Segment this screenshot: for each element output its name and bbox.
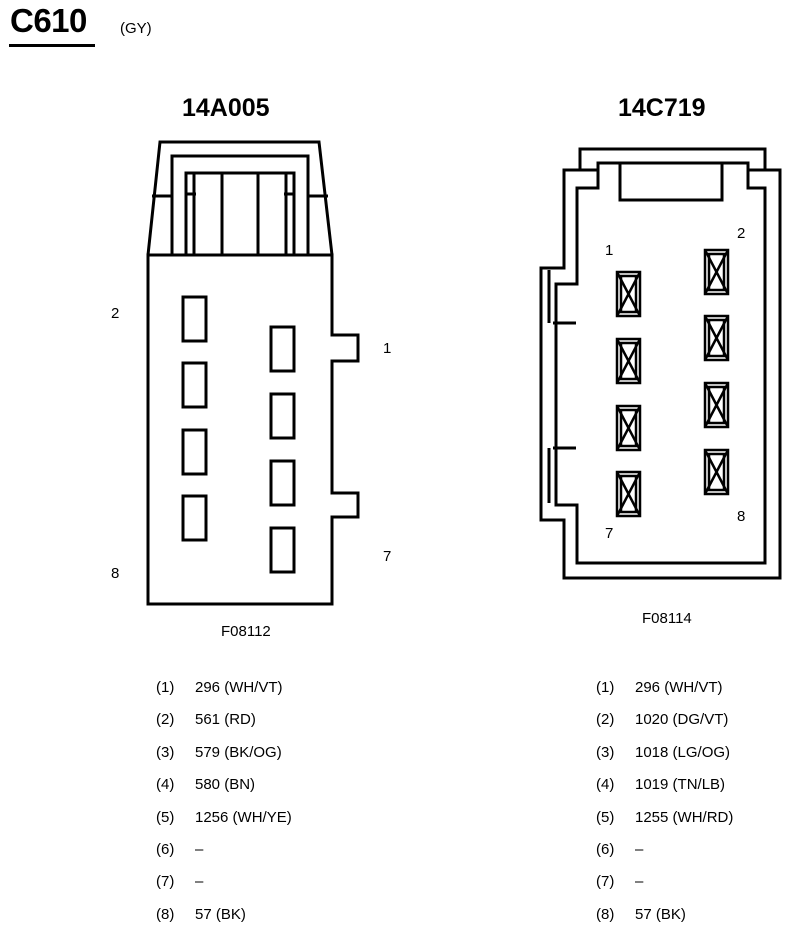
pin-number: (4) bbox=[596, 776, 615, 794]
title-underline bbox=[9, 44, 95, 47]
right-figure-id: F08114 bbox=[642, 610, 692, 627]
pin-circuit: 57 (BK) bbox=[195, 905, 246, 923]
right-cavity-2 bbox=[703, 248, 730, 296]
pin-number: (2) bbox=[156, 711, 175, 729]
right-cavity-3 bbox=[615, 337, 642, 385]
pin-number: (7) bbox=[596, 873, 615, 891]
pin-circuit: 579 (BK/OG) bbox=[195, 743, 282, 761]
pin-circuit: – bbox=[635, 841, 644, 858]
pin-circuit: 1255 (WH/RD) bbox=[635, 808, 734, 826]
right-pin-label-8: 8 bbox=[737, 508, 746, 525]
right-connector-part-number: 14C719 bbox=[618, 94, 706, 122]
left-cavity-1 bbox=[269, 325, 296, 373]
pin-number: (7) bbox=[156, 873, 175, 891]
left-cavity-8 bbox=[181, 494, 208, 542]
pin-circuit: 296 (WH/VT) bbox=[195, 679, 283, 696]
pin-circuit: 580 (BN) bbox=[195, 776, 256, 794]
pin-number: (5) bbox=[156, 808, 175, 826]
right-pin-label-7: 7 bbox=[605, 525, 614, 542]
left-cavity-7 bbox=[269, 526, 296, 574]
pin-number: (8) bbox=[596, 905, 615, 923]
left-pin-label-1: 1 bbox=[383, 340, 392, 357]
pin-circuit: 296 (WH/VT) bbox=[635, 679, 723, 696]
pin-circuit: – bbox=[635, 873, 644, 891]
pin-number: (3) bbox=[596, 743, 615, 761]
pin-number: (1) bbox=[156, 679, 175, 696]
right-cavity-6 bbox=[703, 381, 730, 429]
pin-number: (2) bbox=[596, 711, 615, 729]
left-cavity-3 bbox=[269, 392, 296, 440]
left-connector-face bbox=[146, 140, 360, 606]
pin-circuit: – bbox=[195, 873, 204, 891]
pin-circuit: 1019 (TN/LB) bbox=[635, 776, 726, 794]
pin-number: (6) bbox=[156, 841, 175, 858]
connector-title: C610 bbox=[10, 2, 87, 39]
right-cavity-5 bbox=[615, 404, 642, 452]
pin-circuit: 57 (BK) bbox=[635, 905, 686, 923]
pin-circuit: 561 (RD) bbox=[195, 711, 256, 729]
left-figure-id: F08112 bbox=[221, 623, 271, 640]
left-pin-label-7: 7 bbox=[383, 548, 392, 565]
connector-color-code: (GY) bbox=[120, 20, 152, 37]
right-cavity-7 bbox=[615, 470, 642, 518]
left-pin-label-8: 8 bbox=[111, 565, 120, 582]
right-pin-label-2: 2 bbox=[737, 225, 746, 242]
pin-circuit: 1020 (DG/VT) bbox=[635, 711, 729, 729]
right-cavity-8 bbox=[703, 448, 730, 496]
left-cavity-2 bbox=[181, 295, 208, 343]
left-pin-label-2: 2 bbox=[111, 305, 120, 322]
pin-number: (1) bbox=[596, 679, 615, 696]
pin-number: (4) bbox=[156, 776, 175, 794]
left-pin-cavities bbox=[181, 295, 296, 574]
right-connector-face bbox=[539, 147, 782, 580]
right-pin-label-1: 1 bbox=[605, 242, 614, 259]
right-cavity-4 bbox=[703, 314, 730, 362]
right-cavity-1 bbox=[615, 270, 642, 318]
left-connector-part-number: 14A005 bbox=[182, 94, 270, 122]
pin-number: (6) bbox=[596, 841, 615, 858]
pin-circuit: – bbox=[195, 841, 204, 858]
pin-number: (3) bbox=[156, 743, 175, 761]
left-cavity-6 bbox=[181, 428, 208, 476]
left-cavity-5 bbox=[269, 459, 296, 507]
right-pin-cavities bbox=[615, 248, 730, 518]
left-cavity-4 bbox=[181, 361, 208, 409]
pin-circuit: 1018 (LG/OG) bbox=[635, 743, 731, 761]
pin-number: (5) bbox=[596, 808, 615, 826]
pin-circuit: 1256 (WH/YE) bbox=[195, 808, 292, 826]
pin-number: (8) bbox=[156, 905, 175, 923]
